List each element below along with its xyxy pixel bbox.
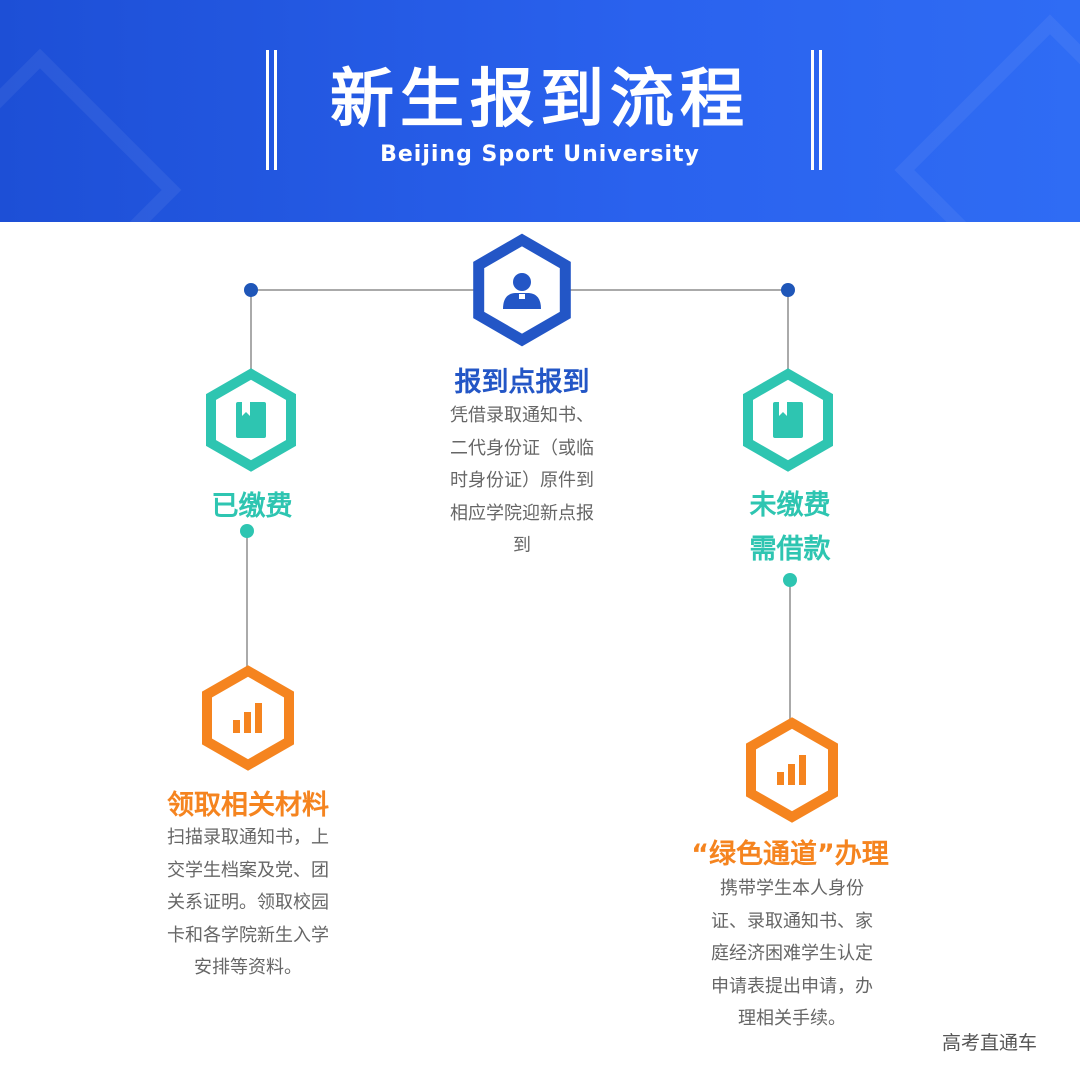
page-subtitle: Beijing Sport University — [380, 142, 700, 167]
green-channel-title: “绿色通道”办理 — [691, 839, 889, 870]
bar-chart-icon — [777, 755, 806, 785]
desc-line: 理相关手续。 — [738, 1008, 846, 1029]
connector-dot — [783, 573, 797, 587]
unpaid-hexagon — [743, 368, 833, 472]
desc-line: 证、录取通知书、家 — [711, 910, 873, 932]
checkin-title: 报到点报到 — [454, 367, 590, 398]
user-icon — [503, 273, 541, 309]
green-channel-description: 携带学生本人身份 证、录取通知书、家 庭经济困难学生认定 申请表提出申请，办 理… — [711, 873, 873, 1036]
book-icon — [773, 402, 803, 438]
desc-line: 携带学生本人身份 — [720, 878, 864, 899]
divider-bar — [811, 50, 814, 170]
connector-dot — [240, 524, 254, 538]
desc-line: 关系证明。领取校园 — [167, 892, 329, 913]
unpaid-title: 未缴费 需借款 — [750, 484, 831, 572]
desc-line: 扫描录取通知书，上 — [167, 827, 329, 848]
materials-description: 扫描录取通知书，上 交学生档案及党、团 关系证明。领取校园 卡和各学院新生入学 … — [167, 822, 329, 985]
paid-hexagon — [206, 368, 296, 472]
checkin-description: 凭借录取通知书、 二代身份证（或临 时身份证）原件到 相应学院迎新点报 到 — [450, 400, 594, 563]
watermark: 高考直通车 — [942, 1032, 1038, 1054]
header-banner: 新生报到流程 Beijing Sport University — [0, 0, 1080, 222]
page-title: 新生报到流程 — [330, 63, 750, 137]
desc-line: 申请表提出申请，办 — [711, 975, 873, 997]
book-icon — [236, 402, 266, 438]
desc-line: 庭经济困难学生认定 — [711, 943, 873, 964]
materials-hexagon — [202, 665, 294, 771]
paid-title: 已缴费 — [211, 491, 293, 522]
desc-line: 凭借录取通知书、 — [450, 405, 594, 426]
desc-line: 相应学院迎新点报 — [450, 502, 594, 524]
unpaid-title-line: 需借款 — [749, 534, 831, 565]
divider-bar — [266, 50, 269, 170]
connector-dot — [244, 283, 258, 297]
connector-dot — [781, 283, 795, 297]
desc-line: 二代身份证（或临 — [450, 437, 594, 459]
desc-line: 时身份证）原件到 — [450, 470, 594, 491]
desc-line: 到 — [513, 535, 531, 556]
materials-title: 领取相关材料 — [167, 790, 329, 821]
desc-line: 安排等资料。 — [194, 957, 302, 978]
divider-bar — [274, 50, 277, 170]
bar-chart-icon — [233, 703, 262, 733]
green-channel-hexagon — [746, 717, 838, 823]
unpaid-title-line: 未缴费 — [749, 490, 831, 521]
desc-line: 卡和各学院新生入学 — [167, 924, 329, 946]
divider-bar — [819, 50, 822, 170]
desc-line: 交学生档案及党、团 — [167, 859, 329, 881]
checkin-hexagon — [473, 233, 571, 347]
